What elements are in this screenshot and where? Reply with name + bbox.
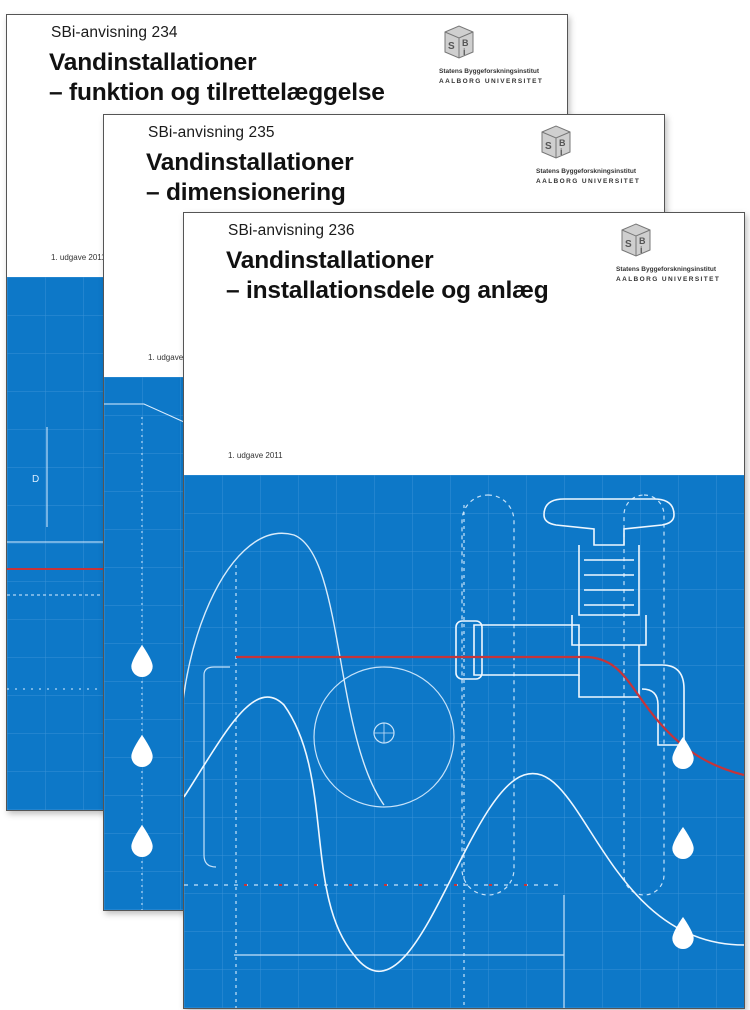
title-line-1: Vandinstallationer [226, 247, 434, 274]
series-number: SBi-anvisning 234 [51, 24, 178, 41]
publisher-name: Statens Byggeforskningsinstitut [439, 68, 540, 75]
blueprint-artwork [184, 475, 744, 1008]
sbi-cube-logo-icon [618, 220, 652, 258]
publisher-university: AALBORG UNIVERSITET [616, 276, 721, 283]
edition: 1. udgave 2011 [51, 253, 106, 262]
cover-sbi-236: SBi-anvisning 236 Vandinstallationer – i… [183, 212, 745, 1009]
title-line-1: Vandinstallationer [146, 149, 354, 176]
sbi-cube-logo-icon [441, 22, 475, 60]
publisher-logo: Statens Byggeforskningsinstitut AALBORG … [536, 122, 658, 194]
cover-title: Vandinstallationer – dimensionering [146, 148, 354, 208]
edition: 1. udgave [148, 353, 184, 362]
publisher-logo: Statens Byggeforskningsinstitut AALBORG … [439, 22, 561, 94]
publisher-name: Statens Byggeforskningsinstitut [616, 266, 717, 273]
title-line-2: – installationsdele og anlæg [226, 277, 549, 304]
title-line-2: – funktion og tilrettelæggelse [49, 79, 385, 106]
title-line-2: – dimensionering [146, 179, 346, 206]
publisher-university: AALBORG UNIVERSITET [439, 78, 544, 85]
publisher-university: AALBORG UNIVERSITET [536, 178, 641, 185]
cover-title: Vandinstallationer – funktion og tilrett… [49, 48, 385, 108]
blueprint-drawing [184, 475, 744, 1008]
cover-title: Vandinstallationer – installationsdele o… [226, 246, 549, 306]
publisher-logo: Statens Byggeforskningsinstitut AALBORG … [616, 220, 738, 292]
title-line-1: Vandinstallationer [49, 49, 257, 76]
series-number: SBi-anvisning 235 [148, 124, 275, 141]
publisher-name: Statens Byggeforskningsinstitut [536, 168, 637, 175]
sbi-cube-logo-icon [538, 122, 572, 160]
svg-text:D: D [32, 474, 39, 485]
series-number: SBi-anvisning 236 [228, 222, 355, 239]
edition: 1. udgave 2011 [228, 451, 283, 460]
